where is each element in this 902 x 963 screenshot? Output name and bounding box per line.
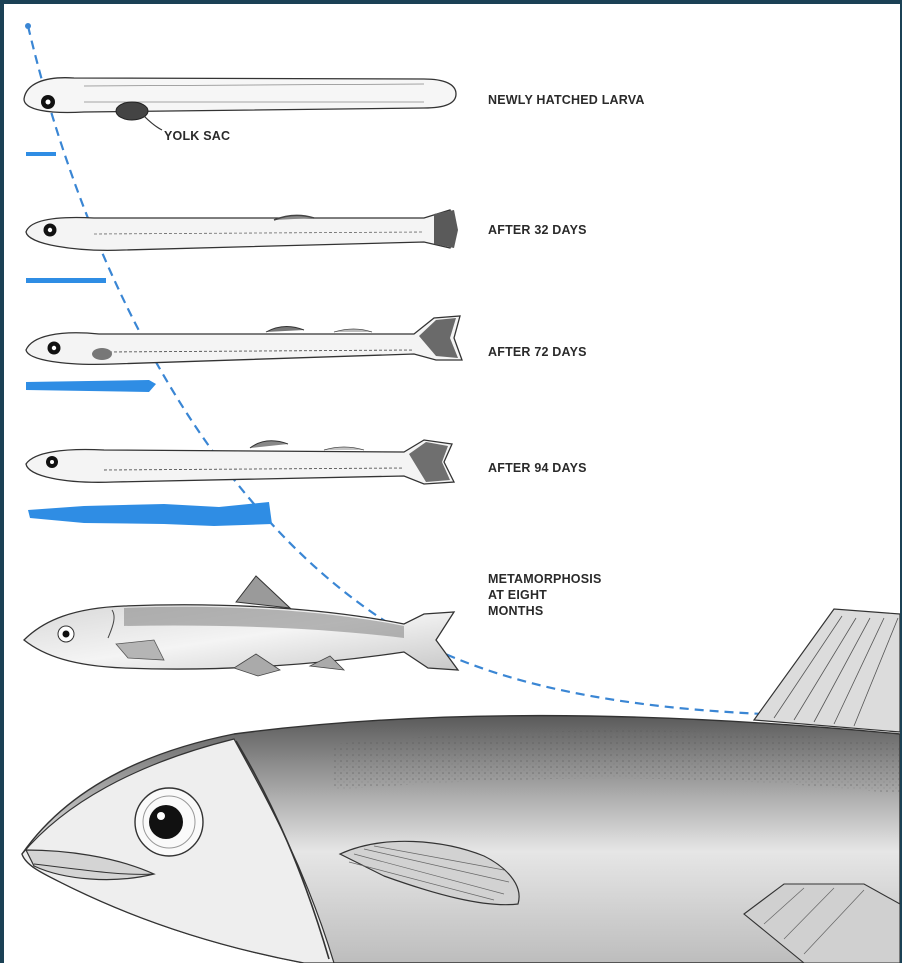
label-metamorphosis: METAMORPHOSIS AT EIGHT MONTHS — [488, 571, 601, 619]
juvenile-fish — [24, 576, 458, 676]
label-yolk-sac: YOLK SAC — [164, 128, 230, 144]
fish-growth-illustration — [4, 4, 900, 963]
larva-72-days — [26, 316, 462, 364]
label-after-72-days: AFTER 72 DAYS — [488, 344, 587, 360]
yolk-sac — [116, 102, 148, 120]
larva-32-days — [26, 210, 458, 250]
label-newly-hatched-larva: NEWLY HATCHED LARVA — [488, 92, 645, 108]
scale-bar-4 — [28, 502, 272, 526]
scale-bar-3 — [26, 380, 156, 392]
label-after-32-days: AFTER 32 DAYS — [488, 222, 587, 238]
label-after-94-days: AFTER 94 DAYS — [488, 460, 587, 476]
larva-94-days — [26, 440, 454, 484]
illustration-canvas: NEWLY HATCHED LARVA YOLK SAC AFTER 32 DA… — [4, 4, 900, 963]
scale-bar-1 — [26, 152, 56, 156]
scale-bar-2 — [26, 278, 106, 283]
curve-origin-dot — [25, 23, 31, 29]
newly-hatched-larva — [24, 78, 456, 130]
